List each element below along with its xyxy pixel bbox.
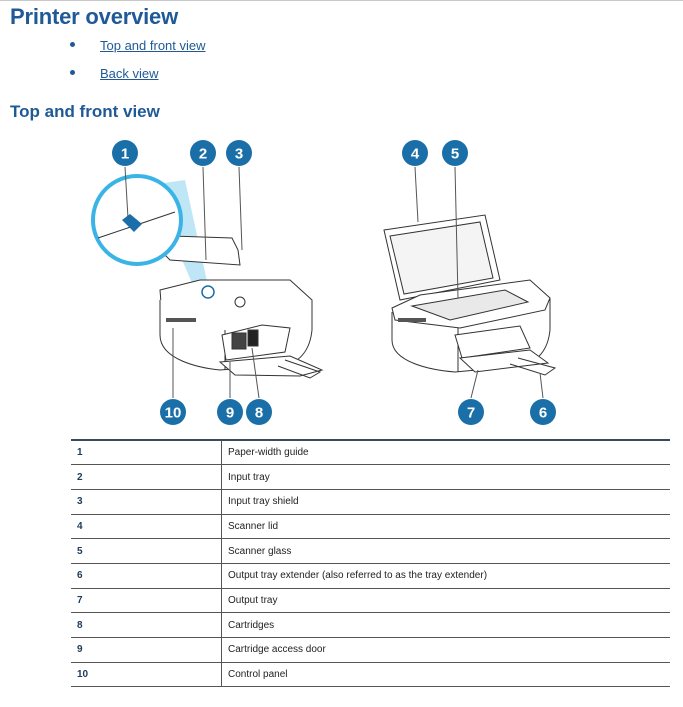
callout-8: 8: [246, 399, 272, 425]
svg-text:8: 8: [255, 405, 263, 422]
part-number: 6: [71, 563, 222, 589]
callout-5: 5: [442, 140, 468, 166]
callout-7: 7: [458, 399, 484, 425]
section-title: Top and front view: [10, 102, 160, 121]
bullet-icon: [70, 42, 75, 48]
toc-link-back-view[interactable]: Back view: [100, 66, 159, 81]
part-number: 9: [71, 637, 222, 663]
part-label: Input tray: [221, 464, 670, 490]
part-number: 5: [71, 538, 222, 564]
svg-text:1: 1: [121, 146, 129, 163]
toc-item: Back view: [70, 66, 206, 94]
part-label: Input tray shield: [221, 489, 670, 515]
callout-6: 6: [530, 399, 556, 425]
part-number: 1: [71, 439, 222, 466]
callout-2: 2: [190, 140, 216, 166]
svg-text:10: 10: [165, 405, 182, 422]
zoom-inset: [91, 174, 215, 299]
left-printer-illustration: [150, 180, 324, 379]
svg-text:6: 6: [539, 405, 547, 422]
part-number: 4: [71, 514, 222, 540]
callout-3: 3: [226, 140, 252, 166]
right-printer-illustration: [383, 214, 557, 376]
svg-text:2: 2: [199, 146, 207, 163]
part-label: Scanner lid: [221, 514, 670, 540]
part-label: Paper-width guide: [221, 439, 670, 466]
part-number: 10: [71, 662, 222, 688]
part-label: Scanner glass: [221, 538, 670, 564]
page-title: Printer overview: [10, 4, 178, 29]
callout-1: 1: [112, 140, 138, 166]
callout-4: 4: [402, 140, 428, 166]
part-label: Output tray extender (also referred to a…: [221, 563, 670, 589]
part-number: 7: [71, 588, 222, 614]
part-number: 2: [71, 464, 222, 490]
svg-text:9: 9: [226, 405, 234, 422]
part-label: Cartridges: [221, 612, 670, 638]
callout-leaders: [124, 166, 544, 399]
toc-item: Top and front view: [70, 38, 206, 66]
part-number: 8: [71, 612, 222, 638]
svg-text:7: 7: [467, 405, 475, 422]
table-of-contents: Top and front view Back view: [70, 38, 206, 94]
svg-text:5: 5: [451, 146, 459, 163]
callout-10: 10: [160, 399, 186, 425]
bullet-icon: [70, 70, 75, 76]
part-label: Cartridge access door: [221, 637, 670, 663]
printer-diagram: 1 2 3 4 5 10 9 8 7 6: [91, 140, 557, 425]
part-number: 3: [71, 489, 222, 515]
callout-9: 9: [217, 399, 243, 425]
top-divider: [0, 0, 683, 1]
svg-text:3: 3: [235, 146, 243, 163]
part-label: Output tray: [221, 588, 670, 614]
svg-text:4: 4: [411, 146, 420, 163]
callout-markers: 1 2 3 4 5 10 9 8 7 6: [112, 140, 556, 425]
toc-link-top-front-view[interactable]: Top and front view: [100, 38, 206, 53]
part-label: Control panel: [221, 662, 670, 688]
